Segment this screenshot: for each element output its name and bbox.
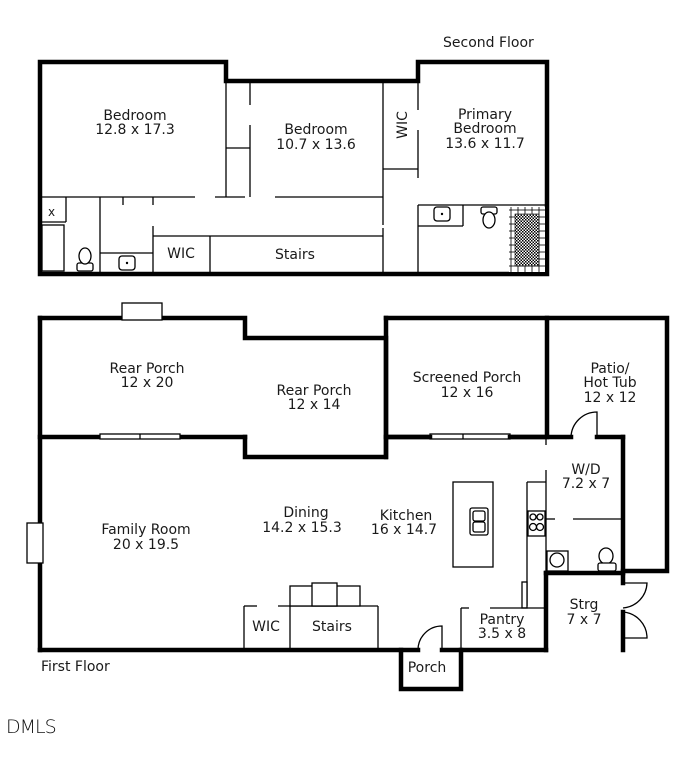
room-name: W/D <box>571 462 600 478</box>
room-name: Stairs <box>275 247 315 263</box>
room-dims: 12 x 12 <box>584 390 637 406</box>
room-dims: 14.2 x 15.3 <box>262 520 342 536</box>
room-name: Porch <box>408 660 447 676</box>
room-dims: 7.2 x 7 <box>562 476 610 492</box>
room-dims: 13.6 x 11.7 <box>445 136 525 152</box>
second-floor: Second Floor x <box>37 35 550 277</box>
shower-icon <box>509 207 545 272</box>
first-floor-title: First Floor <box>41 659 110 675</box>
room-dims: 12 x 16 <box>441 385 494 401</box>
room-name: Patio/ <box>590 361 629 377</box>
room-dims: 12 x 20 <box>121 375 174 391</box>
room-name: Family Room <box>101 522 190 538</box>
sink-icon <box>469 507 489 536</box>
room-name: Rear Porch <box>276 383 351 399</box>
room-dims: 3.5 x 8 <box>478 626 526 642</box>
sink-icon <box>433 206 451 222</box>
room-name: Rear Porch <box>109 361 184 377</box>
cooktop-icon <box>527 510 546 537</box>
room-name: Pantry <box>480 612 525 628</box>
room-name: WIC <box>395 111 411 139</box>
room-name: Hot Tub <box>583 375 636 391</box>
room-name: Strg <box>570 597 599 613</box>
first-floor: Rear Porch 12 x 20 Rear Porch 12 x 14 Sc… <box>26 302 670 692</box>
room-name: Stairs <box>312 619 352 635</box>
toilet-icon <box>76 247 94 272</box>
room-dims: 7 x 7 <box>567 612 602 628</box>
room-dims: 20 x 19.5 <box>113 537 179 553</box>
room-name: Primary <box>458 107 512 123</box>
room-dims: 12.8 x 17.3 <box>95 122 175 138</box>
sink-icon <box>546 550 569 572</box>
sink-icon <box>118 255 136 271</box>
room-name: Screened Porch <box>413 370 522 386</box>
toilet-icon <box>480 206 498 229</box>
toilet-icon <box>597 547 617 572</box>
linen-closet-marker: x <box>48 205 55 219</box>
room-dims: 16 x 14.7 <box>371 522 437 538</box>
mls-watermark: DMLS <box>6 716 57 738</box>
bathtub-icon <box>41 224 65 272</box>
room-dims: 12 x 14 <box>288 397 341 413</box>
room-name: WIC <box>252 619 280 635</box>
room-name: Bedroom <box>103 108 166 124</box>
second-floor-title: Second Floor <box>443 35 534 51</box>
room-name: Kitchen <box>380 508 433 524</box>
room-name: Bedroom <box>284 122 347 138</box>
room-dims: 10.7 x 13.6 <box>276 137 356 153</box>
room-name: Bedroom <box>453 121 516 137</box>
room-name: WIC <box>167 246 195 262</box>
room-name: Dining <box>283 505 328 521</box>
